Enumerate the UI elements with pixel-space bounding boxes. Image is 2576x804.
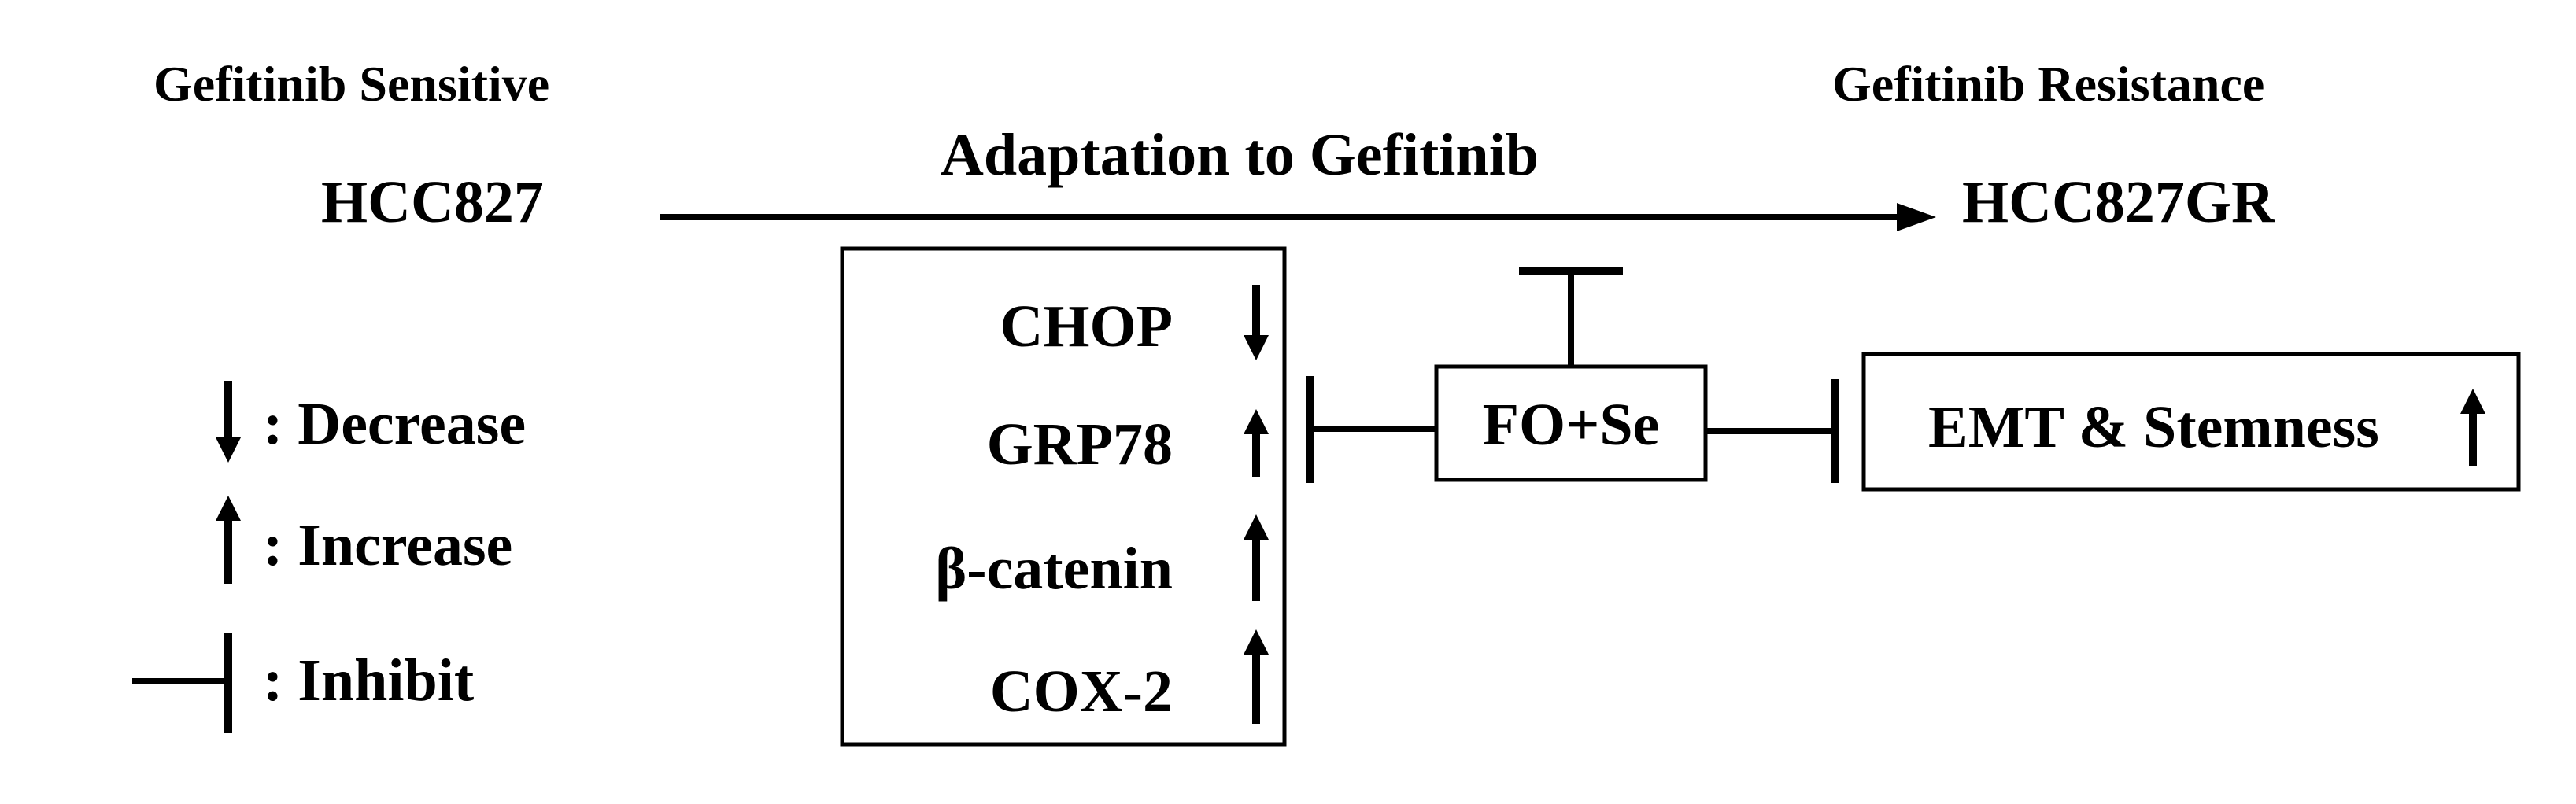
- legend: : Decrease : Increase : Inhibit: [132, 381, 526, 733]
- marker-list: CHOP GRP78 β-catenin COX-2: [935, 285, 1269, 725]
- adaptation-arrow: [660, 203, 1936, 231]
- marker-label-beta-catenin: β-catenin: [935, 536, 1173, 602]
- inhibit-outcome-connector: [1706, 379, 1839, 483]
- end-cell-label: HCC827GR: [1962, 169, 2275, 235]
- legend-label-increase: : Increase: [263, 512, 512, 578]
- legend-down-arrow-icon: [216, 381, 241, 463]
- marker-label-chop: CHOP: [1000, 293, 1173, 360]
- up-arrow-icon: [2460, 389, 2485, 466]
- legend-up-arrow-icon: [216, 496, 241, 584]
- legend-inhibit-icon: [132, 633, 232, 733]
- marker-label-cox2: COX-2: [990, 658, 1173, 725]
- up-arrow-icon: [1244, 629, 1269, 724]
- up-arrow-icon: [1244, 514, 1269, 601]
- treatment-label: FO+Se: [1483, 392, 1660, 458]
- legend-label-decrease: : Decrease: [263, 391, 526, 457]
- legend-label-inhibit: : Inhibit: [263, 647, 474, 714]
- marker-label-grp78: GRP78: [987, 411, 1173, 478]
- up-arrow-icon: [1244, 409, 1269, 477]
- inhibit-marker-box-connector: [1306, 376, 1436, 483]
- inhibit-adaptation-connector: [1519, 267, 1623, 367]
- process-label: Adaptation to Gefitinib: [941, 122, 1539, 188]
- marker-box: [840, 246, 1287, 747]
- right-title: Gefitinib Resistance: [1832, 56, 2264, 112]
- down-arrow-icon: [1244, 285, 1269, 360]
- start-cell-label: HCC827: [321, 169, 544, 235]
- outcome-label: EMT & Stemness: [1928, 394, 2379, 460]
- left-title: Gefitinib Sensitive: [153, 56, 549, 112]
- outcome-box: [1861, 352, 2521, 492]
